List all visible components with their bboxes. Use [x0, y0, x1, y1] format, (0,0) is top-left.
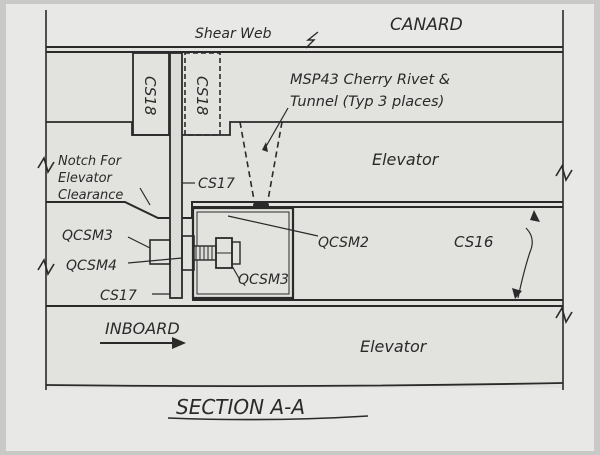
- cs16-arrowhead-top: [530, 210, 540, 222]
- inboard-label: INBOARD: [105, 319, 180, 338]
- qcsm2-label: QCSM2: [318, 235, 369, 251]
- bolt-threads: [195, 246, 213, 260]
- msp43-arrowhead: [262, 142, 268, 152]
- rivet-tunnel: [239, 121, 283, 201]
- cs18-left-label: CS18: [141, 76, 159, 115]
- cs17-upper-label: CS17: [198, 176, 235, 192]
- cs18-left-block: [132, 52, 170, 136]
- bolt-end: [231, 241, 241, 265]
- notch-label-line2: Elevator: [58, 171, 114, 186]
- elevator-lower-label: Elevator: [360, 337, 428, 356]
- qcsm3-left-leader: [127, 236, 151, 249]
- break-mark-left-lower: [37, 258, 55, 276]
- cs18-right-label: CS18: [193, 76, 211, 115]
- break-mark-right-lower: [555, 306, 573, 324]
- bolt-shank: [193, 245, 217, 261]
- notch-label-line3: Clearance: [58, 188, 123, 203]
- lower-elevator-bottom-line: [45, 382, 564, 388]
- section-area: [46, 48, 562, 388]
- msp43-label-line1: MSP43 Cherry Rivet &: [290, 72, 450, 88]
- shear-web-label: Shear Web: [195, 26, 272, 42]
- qcsm2-leader: [227, 215, 319, 237]
- notch-label-line1: Notch For: [58, 154, 123, 169]
- qcsm3-right-leader: [231, 265, 241, 281]
- inboard-arrowhead: [172, 337, 186, 349]
- qcsm3-bushing-left: [149, 239, 171, 265]
- cs16-leader: [517, 227, 533, 299]
- cs17-lower-label: CS17: [100, 288, 137, 304]
- msp43-label-line2: Tunnel (Typ 3 places): [290, 94, 444, 110]
- qcsm2-bracket: [191, 206, 295, 300]
- canard-label: CANARD: [390, 15, 463, 35]
- cs18-right-block: [184, 52, 221, 136]
- break-mark-right-upper: [555, 164, 573, 182]
- msp43-leader: [263, 107, 289, 151]
- title-underline: [167, 415, 369, 421]
- elevator-upper-label: Elevator: [372, 150, 440, 169]
- qcsm4-leader: [127, 257, 183, 264]
- notch-leader: [139, 187, 151, 206]
- qcsm4-label: QCSM4: [66, 258, 117, 274]
- cs16-arrowhead-bottom: [512, 288, 522, 299]
- cs16-label: CS16: [454, 233, 493, 251]
- qcsm3-left-label: QCSM3: [62, 228, 113, 244]
- cs17-plate: [169, 52, 183, 299]
- break-mark-left-upper: [37, 156, 55, 174]
- section-title: SECTION A-A: [176, 395, 305, 419]
- shear-web-leader: [305, 31, 319, 49]
- qcsm3-right-label: QCSM3: [238, 272, 289, 288]
